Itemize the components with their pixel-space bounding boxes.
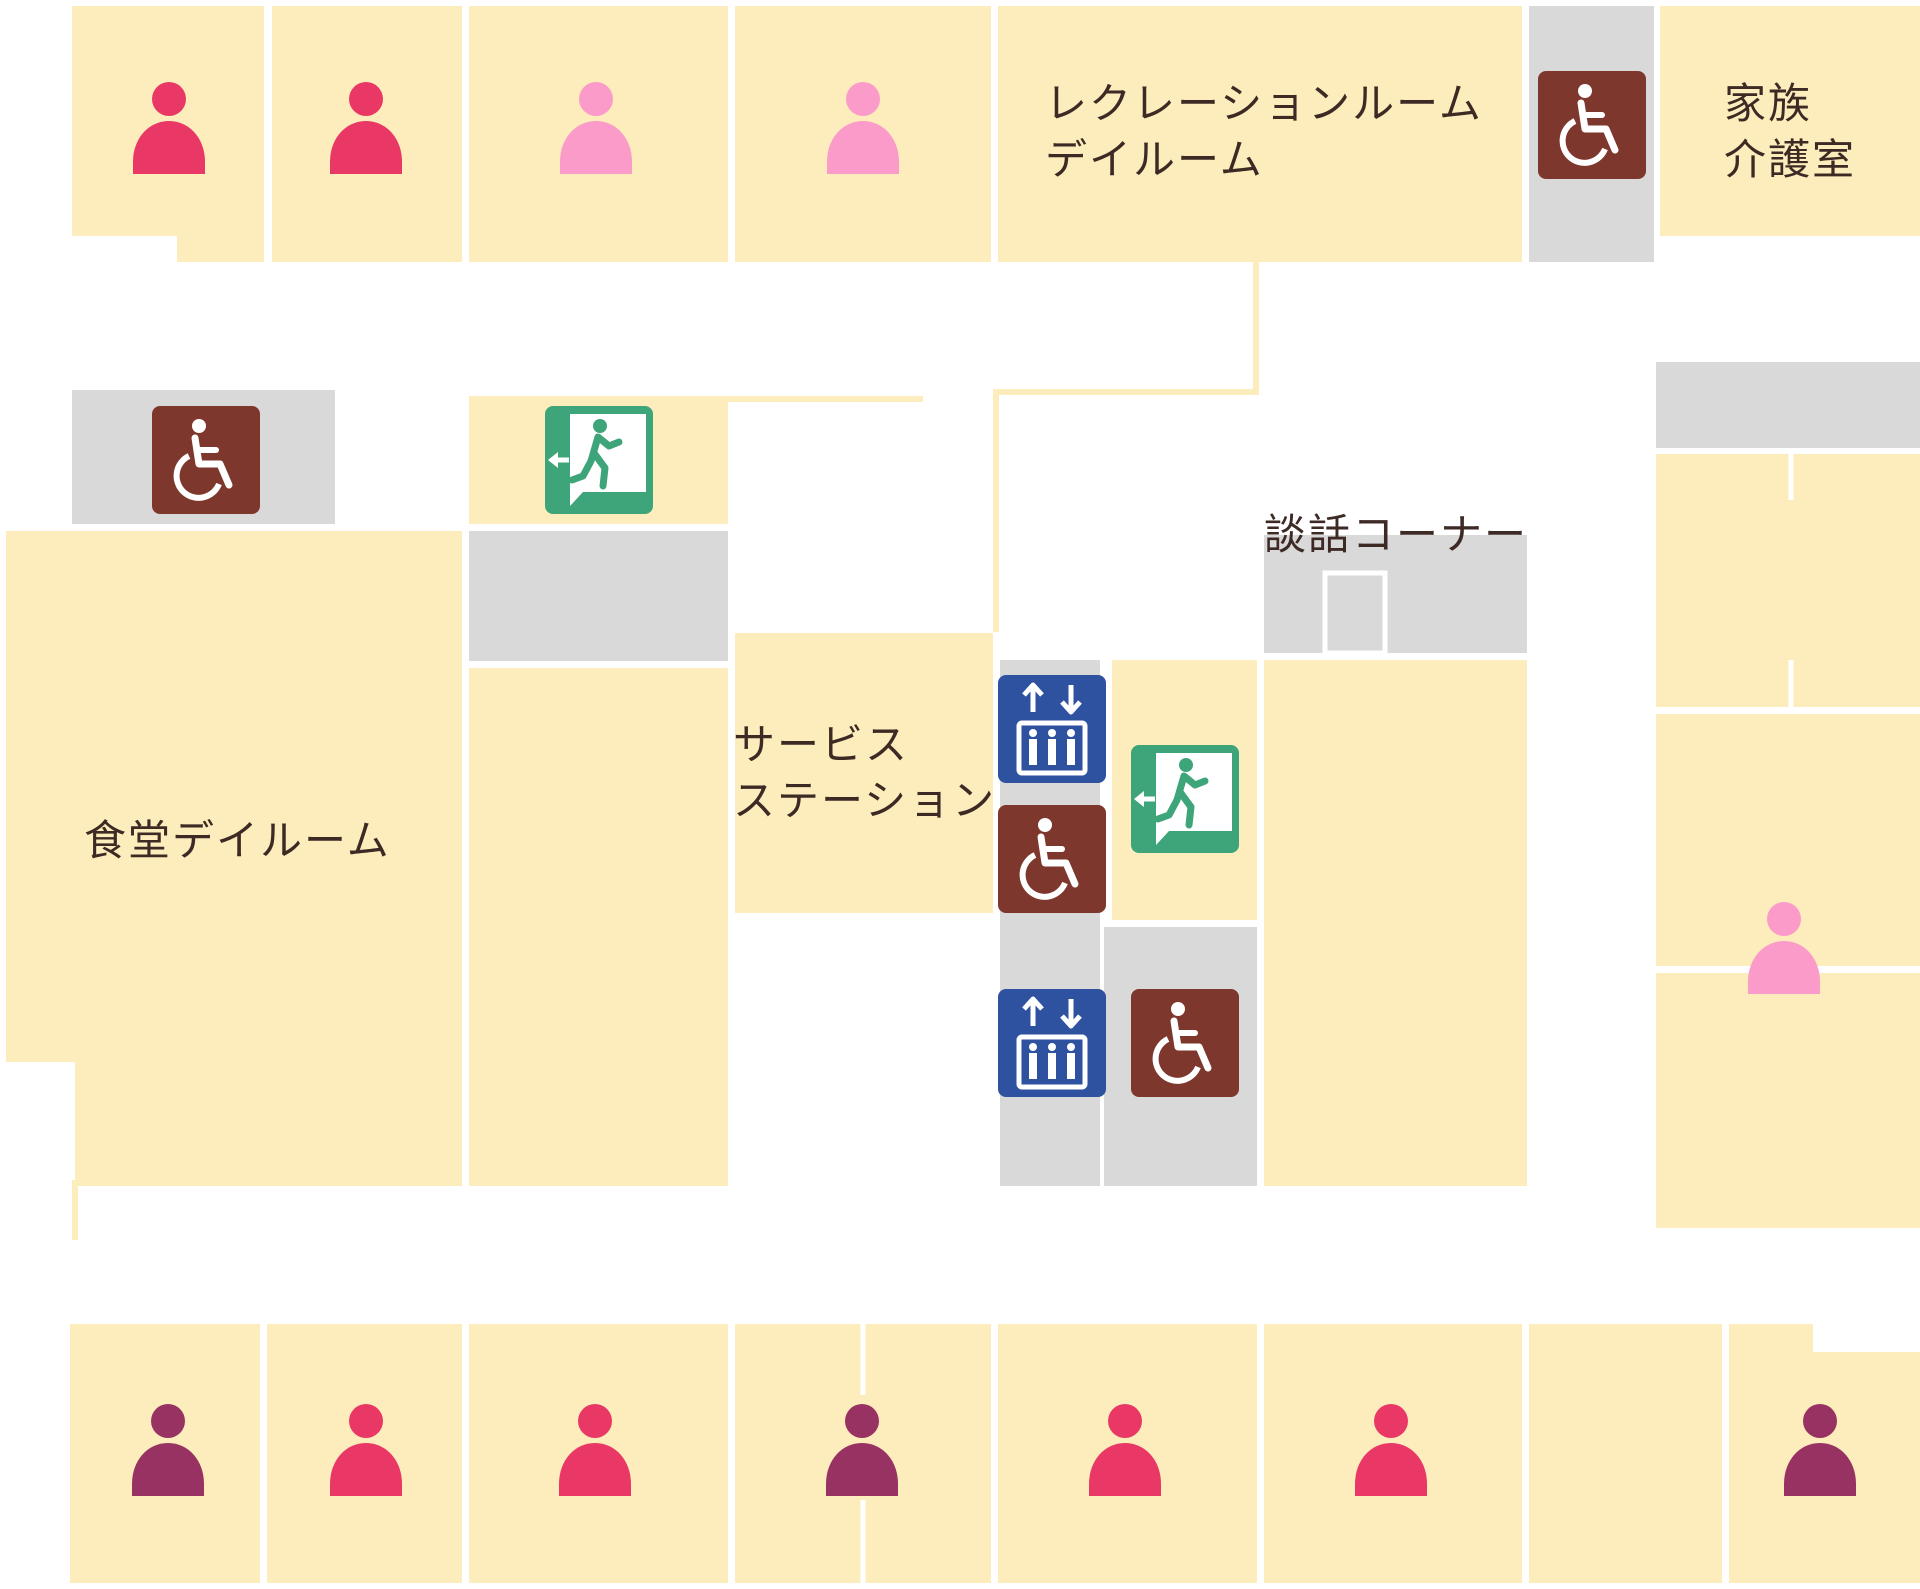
label-service-station-2: ステーション (733, 776, 997, 825)
chat-corner-door (1322, 570, 1388, 656)
label-family-room-2: 介護室 (1724, 135, 1857, 184)
room-west-2 (469, 668, 728, 1186)
room-family-care (1660, 6, 1920, 236)
corridor-line (993, 262, 1259, 632)
label-day-room: デイルーム (1045, 135, 1264, 184)
utility-west (469, 531, 728, 661)
chat-corner (1264, 660, 1527, 1186)
wheelchair-icon (152, 406, 260, 514)
room-b7 (1529, 1324, 1722, 1583)
top-room-row (72, 6, 1920, 262)
wheelchair-icon (998, 805, 1106, 913)
label-service-station-1: サービス (733, 720, 910, 769)
label-dining-day-room: 食堂デイルーム (84, 816, 391, 865)
label-family-room-1: 家族 (1724, 79, 1813, 128)
utility-east (1656, 362, 1920, 448)
label-chat-corner: 談話コーナー (1264, 510, 1529, 559)
room-e3 (1656, 973, 1920, 1228)
room-dining (6, 531, 462, 1186)
label-recreation-room: レクレーションルーム (1045, 79, 1483, 128)
wheelchair-icon (1131, 989, 1239, 1097)
elevator-icon (998, 675, 1106, 783)
room-recreation (998, 6, 1522, 262)
exit-icon (545, 406, 653, 514)
chat-corner-utility (1264, 535, 1527, 653)
wheelchair-icon (1538, 71, 1646, 179)
service-station (735, 633, 993, 913)
room-e1 (1656, 454, 1920, 707)
elevator-icon (998, 989, 1106, 1097)
exit-icon (1131, 745, 1239, 853)
